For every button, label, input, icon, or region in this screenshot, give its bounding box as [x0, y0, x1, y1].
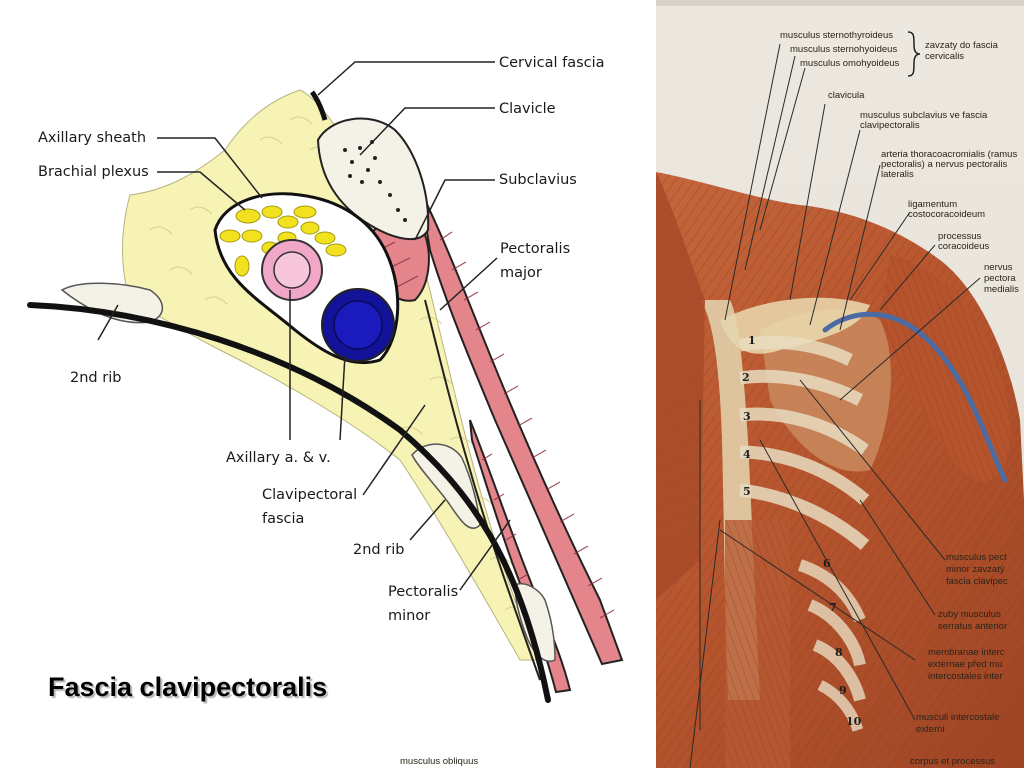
- rib-number: 3: [743, 410, 751, 423]
- atlas-label-membranae-1: membranae interc: [928, 648, 1005, 658]
- rib-number: 7: [829, 601, 837, 614]
- atlas-label-nervus-3: medialis: [984, 285, 1019, 295]
- label-clavipectoral-line2: fascia: [262, 511, 305, 527]
- atlas-label-musculi-2: externi: [916, 725, 945, 735]
- label-pectoralis-minor-line2: minor: [388, 608, 431, 624]
- schematic-diagram: [27, 61, 624, 703]
- label-pectoralis-major-line1: Pectoralis: [500, 241, 571, 257]
- atlas-label-serratus-2: serratus anterior: [938, 622, 1008, 632]
- label-pectoralis-minor-line1: Pectoralis: [388, 584, 459, 600]
- label-pectoralis-major-line2: major: [500, 265, 542, 281]
- atlas-label-corpus: corpus et processus: [910, 757, 996, 767]
- atlas-label-clavicula: clavicula: [828, 90, 865, 101]
- atlas-label-pect-minor-1: musculus pect: [946, 553, 1007, 563]
- atlas-label-nervus-1: nervus: [984, 262, 1013, 273]
- label-brachial-plexus: Brachial plexus: [38, 164, 149, 180]
- label-axillary-vessels: Axillary a. & v.: [226, 450, 331, 466]
- label-cervical-fascia: Cervical fascia: [499, 55, 605, 71]
- rib-number: 6: [823, 557, 831, 570]
- label-subclavius: Subclavius: [499, 172, 577, 188]
- rib-number: 2: [742, 371, 750, 384]
- label-second-rib-left: 2nd rib: [70, 370, 122, 386]
- second-rib-right-bone: [411, 443, 481, 529]
- atlas-label-membranae-2: externae před mu: [928, 660, 1003, 670]
- rib-number: 8: [835, 646, 843, 659]
- atlas-label-sternothyroideus: musculus sternothyroideus: [780, 30, 893, 41]
- rib-number: 5: [743, 485, 751, 498]
- atlas-label-ligamentum: ligamentum costocoracoideum: [908, 199, 986, 220]
- rib-number: 1: [748, 334, 756, 347]
- label-second-rib-right: 2nd rib: [353, 542, 405, 558]
- label-clavipectoral-line1: Clavipectoral: [262, 487, 358, 503]
- label-clavicle: Clavicle: [499, 101, 556, 117]
- atlas-label-pect-minor-3: fascia clavipec: [946, 577, 1008, 587]
- atlas-label-zavzaty-2: cervicalis: [925, 51, 965, 62]
- atlas-label-musculi-1: musculi intercostale: [916, 713, 1000, 723]
- atlas-label-membranae-3: intercostales inter: [928, 672, 1003, 682]
- pectoralis-major-muscle: [419, 189, 624, 666]
- rib-number: 10: [846, 715, 862, 728]
- atlas-label-pect-minor-2: minor zavzatý: [946, 565, 1005, 575]
- atlas-label-arteria: arteria thoracoacromialis (ramus pectora…: [881, 149, 1018, 180]
- slide-caption: Fascia clavipectoralis: [48, 672, 328, 702]
- atlas-photo: [344, 0, 1024, 768]
- atlas-label-serratus-1: zuby musculus: [938, 610, 1001, 620]
- label-axillary-sheath: Axillary sheath: [38, 130, 147, 146]
- atlas-label-sternohyoideus: musculus sternohyoideus: [790, 44, 898, 55]
- rib-number: 4: [743, 448, 751, 461]
- rib-number: 9: [839, 684, 847, 697]
- atlas-label-processus: processus coracoideus: [938, 231, 990, 252]
- atlas-label-nervus-2: pectora: [984, 274, 1016, 284]
- atlas-label-omohyoideus: musculus omohyoideus: [800, 58, 900, 69]
- atlas-label-subclavius: musculus subclavius ve fascia clavipecto…: [860, 110, 988, 131]
- chest-wall-outline: [27, 302, 551, 703]
- atlas-label-zavzaty-1: zavzaty do fascia: [925, 40, 998, 51]
- atlas-label-obliquus: musculus obliquus: [400, 757, 479, 767]
